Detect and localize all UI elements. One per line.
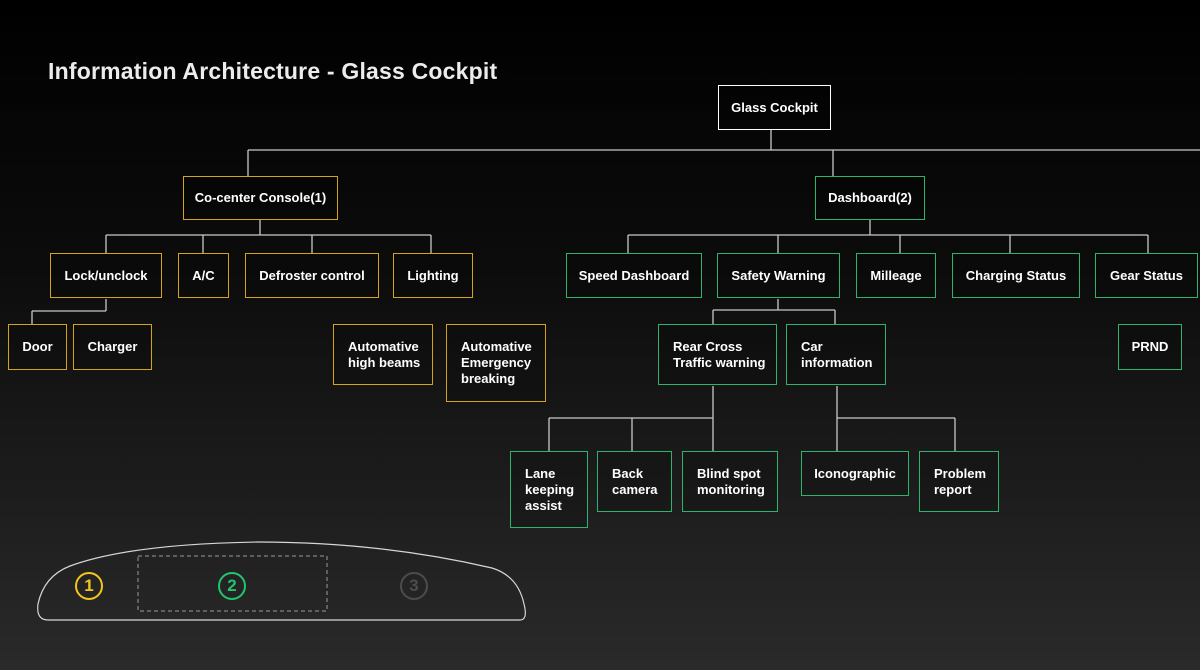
node-milleage: Milleage: [856, 253, 936, 298]
dashboard-zone-2-highlight: [137, 555, 328, 612]
node-blind-spot-monitoring: Blind spot monitoring: [682, 451, 778, 512]
node-iconographic: Iconographic: [801, 451, 909, 496]
node-defroster-control: Defroster control: [245, 253, 379, 298]
node-back-camera: Back camera: [597, 451, 672, 512]
node-problem-report: Problem report: [919, 451, 999, 512]
node-lighting: Lighting: [393, 253, 473, 298]
node-charging-status: Charging Status: [952, 253, 1080, 298]
page-title: Information Architecture - Glass Cockpit: [48, 58, 498, 84]
node-lock-unlock: Lock/unclock: [50, 253, 162, 298]
node-co-center-console: Co-center Console(1): [183, 176, 338, 220]
node-car-information: Car information: [786, 324, 886, 385]
zone-2-badge: 2: [218, 572, 246, 600]
node-gear-status: Gear Status: [1095, 253, 1198, 298]
node-door: Door: [8, 324, 67, 370]
node-ac: A/C: [178, 253, 229, 298]
node-glass-cockpit: Glass Cockpit: [718, 85, 831, 130]
node-safety-warning: Safety Warning: [717, 253, 840, 298]
node-charger: Charger: [73, 324, 152, 370]
node-dashboard: Dashboard(2): [815, 176, 925, 220]
node-lane-keeping-assist: Lane keeping assist: [510, 451, 588, 528]
node-automative-high-beams: Automative high beams: [333, 324, 433, 385]
node-rear-cross-traffic-warning: Rear Cross Traffic warning: [658, 324, 777, 385]
node-automative-emergency-breaking: Automative Emergency breaking: [446, 324, 546, 402]
zone-1-badge: 1: [75, 572, 103, 600]
node-speed-dashboard: Speed Dashboard: [566, 253, 702, 298]
node-prnd: PRND: [1118, 324, 1182, 370]
zone-3-badge: 3: [400, 572, 428, 600]
